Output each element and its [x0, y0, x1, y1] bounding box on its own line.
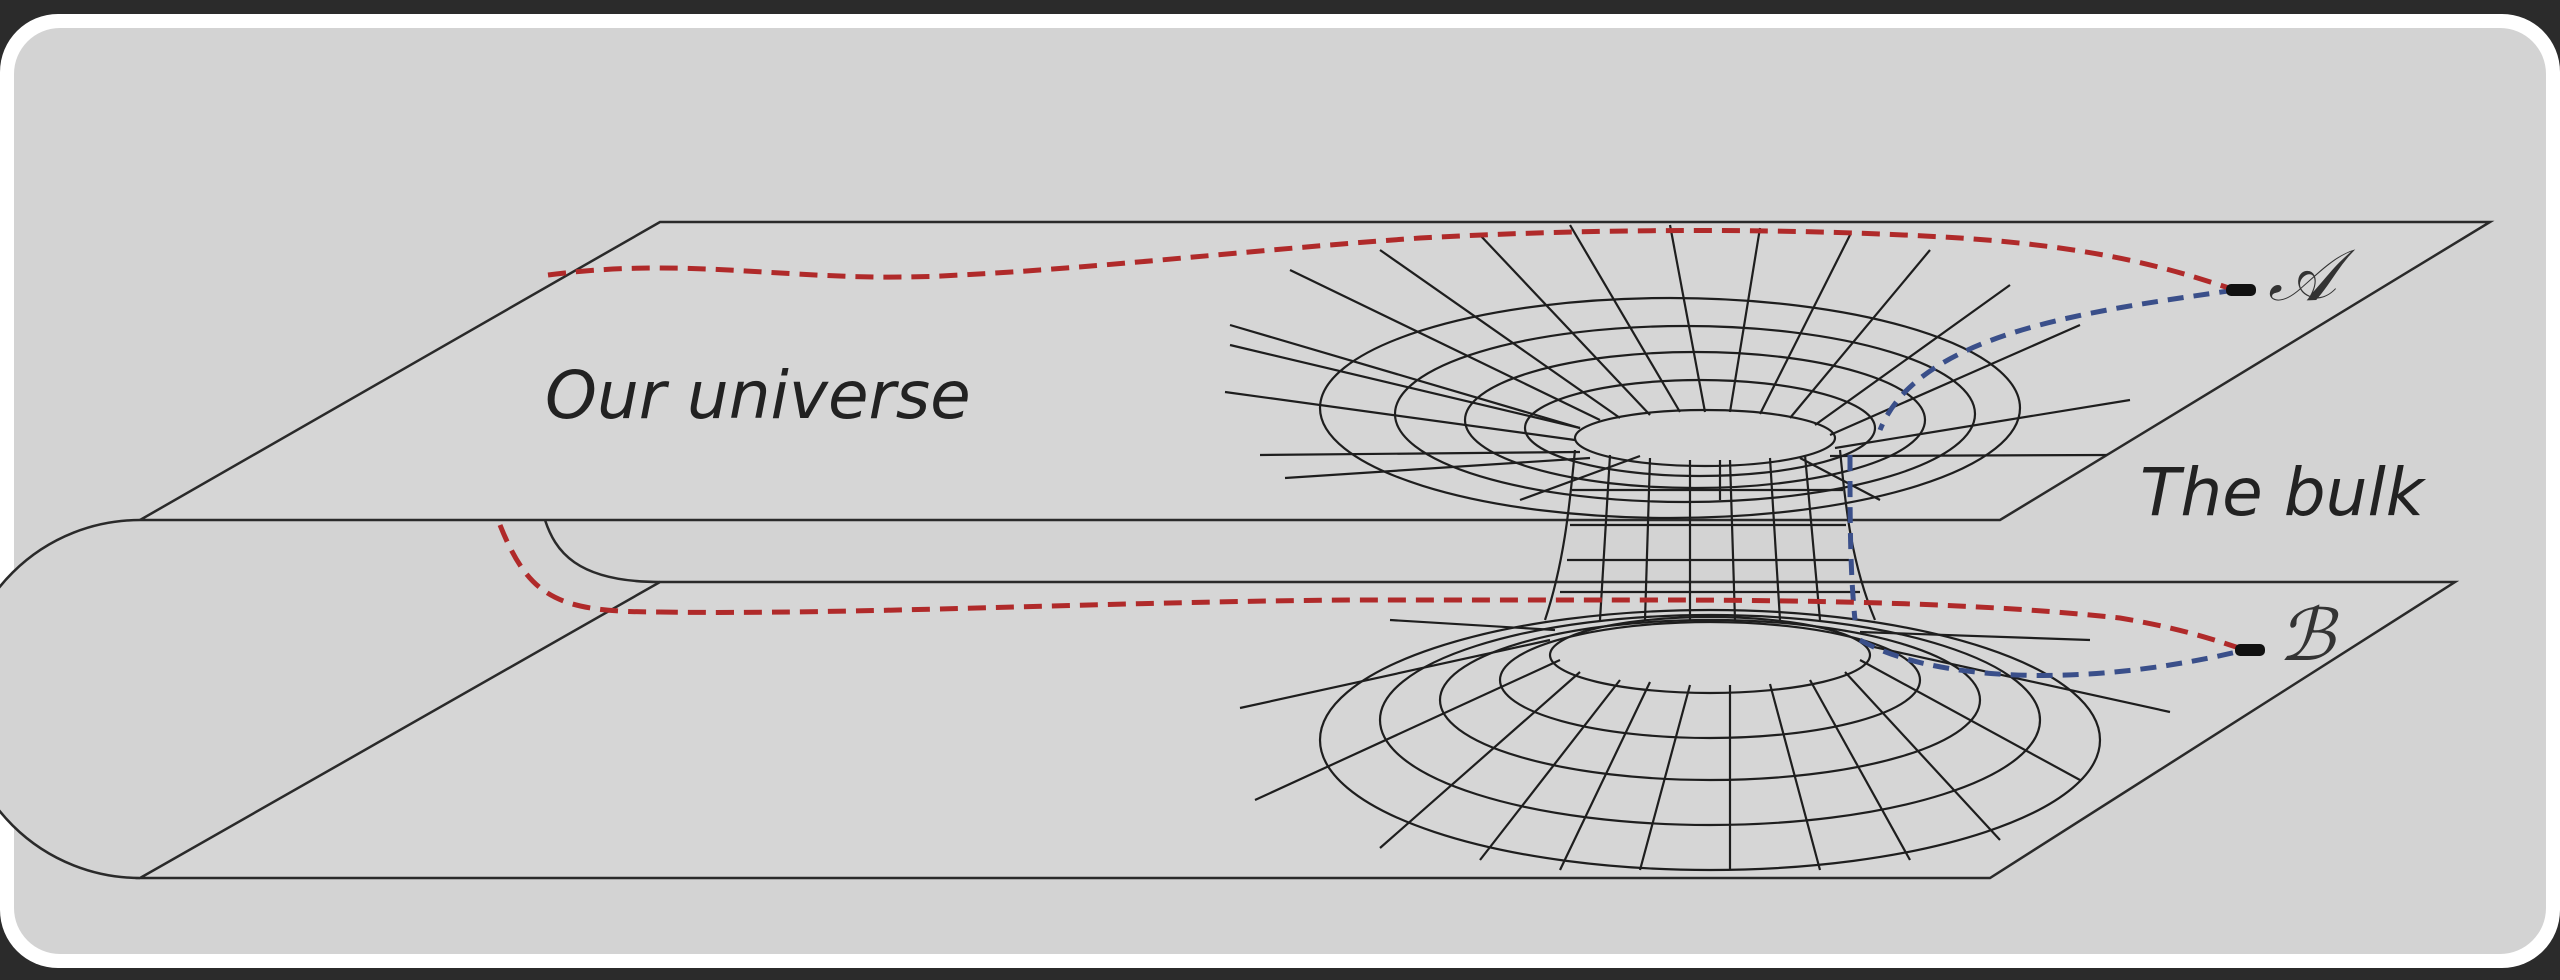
- point-a-marker: [2226, 284, 2256, 296]
- the-bulk-label: The bulk: [2140, 454, 2427, 531]
- point-b-marker: [2235, 644, 2265, 656]
- point-b-label: ℬ: [2278, 593, 2339, 677]
- outer-bend: [0, 520, 140, 878]
- our-universe-label: Our universe: [545, 357, 971, 434]
